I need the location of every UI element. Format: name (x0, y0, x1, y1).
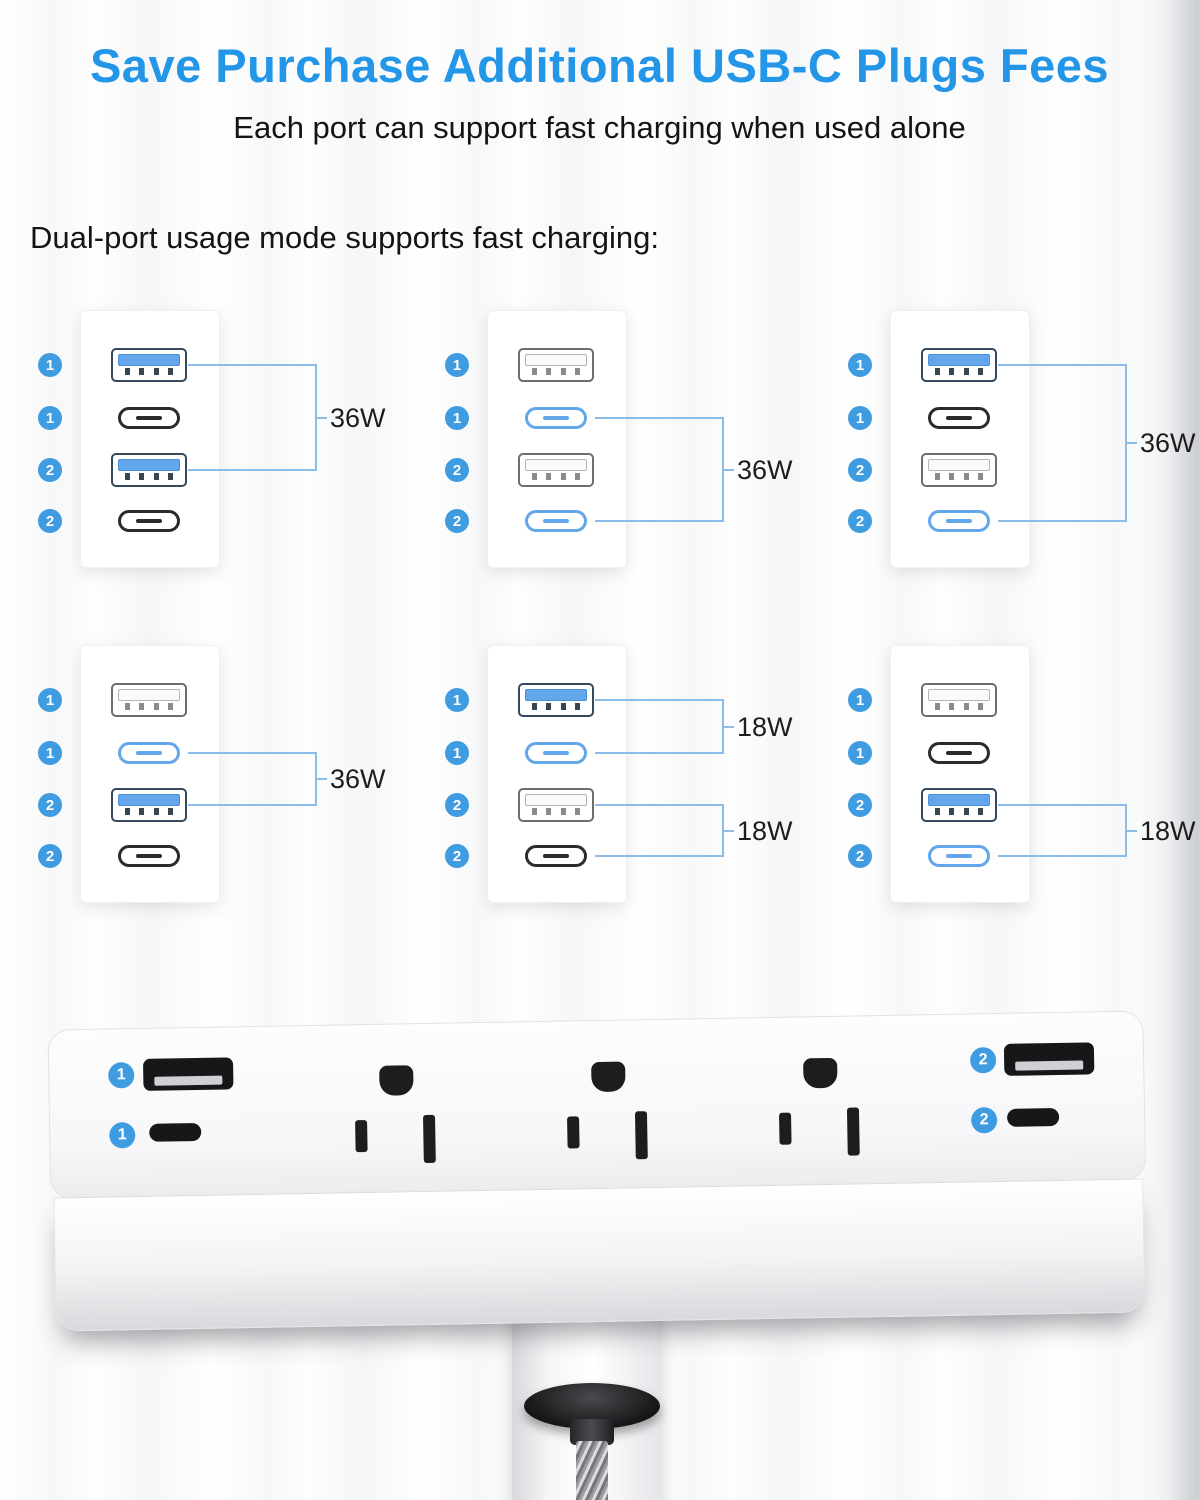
charging-diagram-1: 1 1 2 2 36W (38, 310, 386, 570)
wattage-label: 18W (1140, 816, 1196, 846)
usb-c-icon (118, 510, 180, 532)
usb-a-icon (518, 683, 594, 717)
section-heading: Dual-port usage mode supports fast charg… (30, 220, 659, 255)
port-number-badge: 1 (445, 406, 469, 430)
usb-c-icon (525, 510, 587, 532)
usb-a-icon (921, 348, 997, 382)
ground-hole (591, 1061, 626, 1093)
port-number-badge: 2 (445, 793, 469, 817)
port-number-badge: 1 (445, 353, 469, 377)
wattage-label: 36W (330, 403, 386, 433)
charging-diagram-4: 1 1 2 2 36W (38, 645, 386, 905)
usb-c-port-1 (149, 1122, 202, 1142)
wattage-label: 18W (737, 712, 793, 742)
outlet-blade-slot-left (779, 1112, 792, 1145)
port-number-badge: 2 (445, 509, 469, 533)
port-number-badge: 1 (445, 741, 469, 765)
outlet-blade-slot-right (634, 1111, 648, 1160)
usb-a-icon (921, 788, 997, 822)
usb-a-port-2 (1003, 1042, 1095, 1076)
clamp-threaded-rod (576, 1441, 608, 1500)
usb-c-icon (525, 845, 587, 867)
usb-a-icon (921, 453, 997, 487)
charging-diagram-5: 1 1 2 2 18W 18W (445, 645, 793, 905)
usb-c-icon (525, 742, 587, 764)
port-number-badge: 2 (848, 509, 872, 533)
charging-diagram-3: 1 1 2 2 36W (848, 310, 1196, 570)
wattage-label: 36W (1140, 428, 1196, 458)
charging-diagram-2: 1 1 2 2 36W (445, 310, 793, 570)
wattage-label: 36W (737, 455, 793, 485)
port-number-badge: 2 (445, 844, 469, 868)
ac-outlet (553, 1057, 665, 1175)
outlet-blade-slot-right (422, 1114, 436, 1164)
usb-a-icon (921, 683, 997, 717)
port-number-badge: 2 (38, 844, 62, 868)
power-strip: 1 1 2 2 (47, 1010, 1148, 1332)
usb-a-icon (111, 453, 187, 487)
usb-c-port-2 (1006, 1107, 1060, 1127)
ground-hole (803, 1057, 838, 1089)
usb-c-icon (928, 510, 990, 532)
port-number-badge: 2 (848, 844, 872, 868)
usb-c-icon (928, 407, 990, 429)
usb-c-icon (928, 742, 990, 764)
outlet-blade-slot-left (355, 1120, 368, 1153)
wattage-label: 36W (330, 764, 386, 794)
ac-outlets (341, 1053, 877, 1178)
ac-outlet (765, 1053, 877, 1171)
port-number-badge: 1 (445, 688, 469, 712)
usb-a-icon (518, 348, 594, 382)
page-title: Save Purchase Additional USB-C Plugs Fee… (89, 39, 1110, 92)
charging-diagram-6: 1 1 2 2 18W (848, 645, 1196, 905)
port-number-badge: 2 (38, 458, 62, 482)
usb-a-tongue (1015, 1060, 1084, 1071)
usb-a-icon (518, 788, 594, 822)
power-strip-front-face (53, 1178, 1146, 1332)
ground-hole (379, 1065, 414, 1096)
ac-outlet (341, 1061, 453, 1179)
outlet-blade-slot-right (846, 1107, 860, 1156)
port-number-badge: 2 (38, 793, 62, 817)
usb-c-icon (118, 845, 180, 867)
port-number-badge: 1 (38, 353, 62, 377)
page-subtitle: Each port can support fast charging when… (233, 110, 966, 145)
port-number-badge: 1 (848, 353, 872, 377)
wattage-label: 18W (737, 816, 793, 846)
port-number-badge: 2 (848, 458, 872, 482)
port-number-badge: 2 (445, 458, 469, 482)
port-number-badge: 1 (38, 688, 62, 712)
usb-a-icon (111, 348, 187, 382)
usb-c-icon (118, 742, 180, 764)
usb-c-icon (928, 845, 990, 867)
usb-c-icon (525, 407, 587, 429)
port-number-badge: 2 (38, 509, 62, 533)
outlet-blade-slot-left (567, 1116, 580, 1149)
port-number-badge: 1 (848, 406, 872, 430)
usb-a-icon (518, 453, 594, 487)
usb-a-port-1 (142, 1057, 234, 1091)
usb-c-icon (118, 407, 180, 429)
port-number-badge: 1 (38, 741, 62, 765)
port-number-badge: 1 (38, 406, 62, 430)
usb-a-icon (111, 683, 187, 717)
port-number-badge: 1 (848, 688, 872, 712)
port-number-badge: 1 (848, 741, 872, 765)
port-number-badge: 2 (848, 793, 872, 817)
clamp-screw-stem (570, 1419, 614, 1445)
usb-a-icon (111, 788, 187, 822)
product-photo: 1 1 2 2 (0, 1005, 1199, 1500)
usb-a-tongue (154, 1075, 223, 1086)
